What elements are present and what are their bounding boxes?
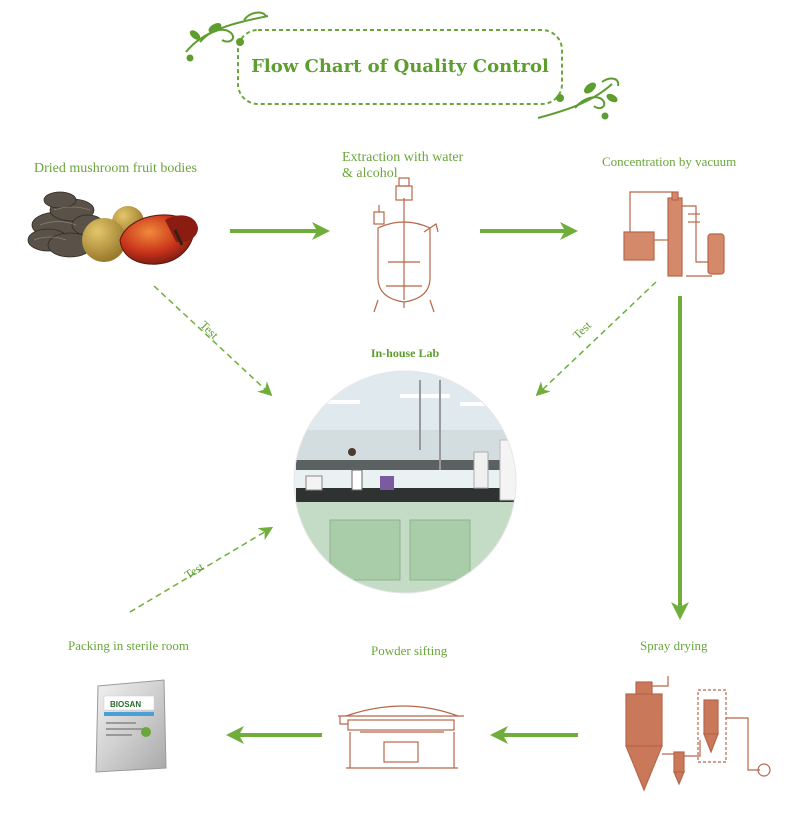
package-brand: BIOSAN — [110, 700, 141, 709]
decor-swirl-left — [185, 11, 269, 62]
test-arrow-packing — [129, 526, 274, 613]
label-packing: Packing in sterile room — [68, 638, 189, 653]
vacuum-concentrator — [623, 191, 725, 277]
mushroom-image — [27, 191, 198, 265]
extraction-tank — [373, 177, 439, 313]
lab-photo-frame — [293, 370, 517, 594]
lab-photo — [294, 371, 516, 593]
title-frame — [237, 29, 563, 105]
spray-dryer — [625, 676, 771, 792]
label-concentration: Concentration by vacuum — [602, 154, 737, 169]
label-extraction-line2: & alcohol — [342, 166, 398, 181]
test-arrow-concentration — [535, 281, 657, 397]
label-extraction-line1: Extraction with water — [342, 150, 464, 165]
label-spray-drying: Spray drying — [640, 638, 708, 653]
decor-swirl-right — [537, 77, 620, 120]
label-dried-mushroom: Dried mushroom fruit bodies — [34, 161, 197, 176]
product-package: BIOSAN — [95, 679, 167, 773]
test-arrow-dried — [153, 285, 273, 397]
label-powder-sifting: Powder sifting — [371, 643, 448, 658]
page-title: Flow Chart of Quality Control — [251, 56, 549, 77]
label-in-house-lab: In-house Lab — [370, 346, 440, 360]
powder-sifter — [338, 705, 464, 769]
